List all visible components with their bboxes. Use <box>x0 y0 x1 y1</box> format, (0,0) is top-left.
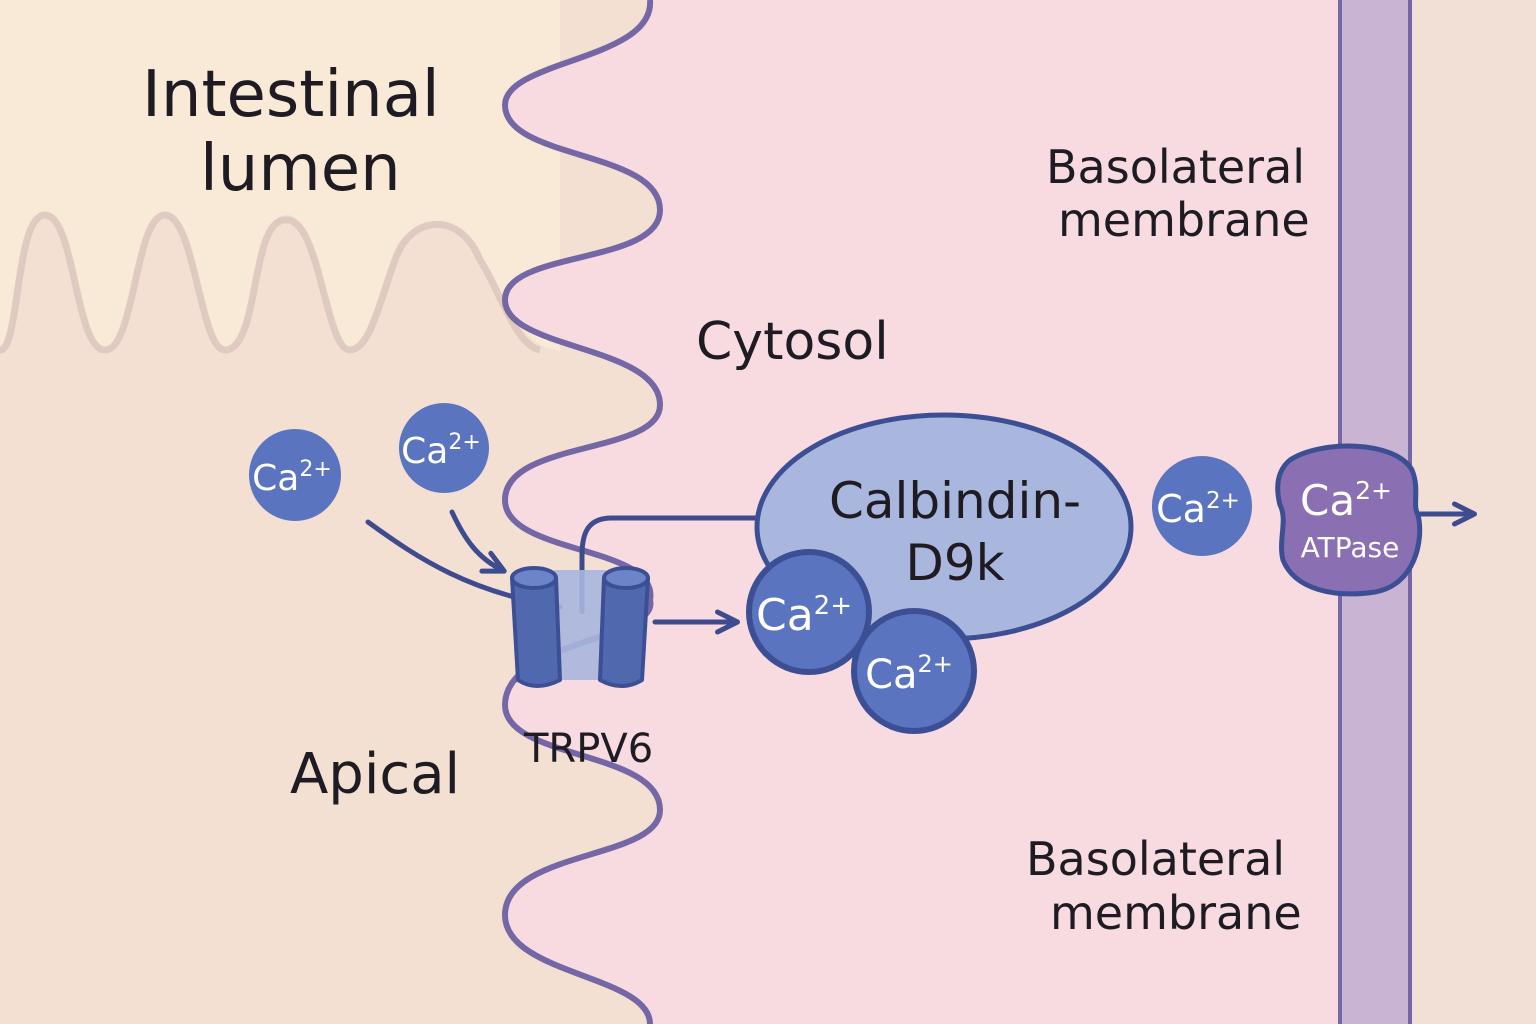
calcium-ion-bound-2: Ca2+ <box>851 608 977 734</box>
svg-text:Ca2+: Ca2+ <box>756 590 852 641</box>
villi-outline <box>0 211 542 354</box>
svg-text:ATPase: ATPase <box>1301 531 1400 564</box>
trpv6-channel <box>510 566 650 688</box>
ion-entry-arrow-2 <box>449 509 507 574</box>
apical-label: Apical <box>290 742 461 807</box>
calcium-ion-cytosol: Ca2+ <box>1152 456 1252 556</box>
calcium-ion-bound-1: Ca2+ <box>746 549 872 675</box>
calcium-ion-lumen-2: Ca2+ <box>399 403 489 493</box>
basolateral-top-label-line2: membrane <box>1058 193 1310 247</box>
calcium-atpase-pump: Ca2+ ATPase <box>1275 443 1423 597</box>
svg-text:Ca2+: Ca2+ <box>252 457 332 499</box>
svg-text:Ca2+: Ca2+ <box>401 430 481 472</box>
lumen-label-line1: Intestinal <box>142 58 440 132</box>
svg-text:Ca2+: Ca2+ <box>1300 476 1392 525</box>
calbindin-label-line2: D9k <box>905 534 1004 592</box>
calbindin-label-line1: Calbindin- <box>829 472 1081 530</box>
calcium-ion-lumen-1: Ca2+ <box>249 429 341 521</box>
basolateral-bottom-label-line1: Basolateral <box>1026 832 1286 886</box>
svg-text:Ca2+: Ca2+ <box>865 650 953 698</box>
lumen-label-line2: lumen <box>200 132 401 206</box>
trpv6-label: TRPV6 <box>524 726 654 772</box>
svg-text:Ca2+: Ca2+ <box>1156 487 1240 531</box>
basolateral-top-label-line1: Basolateral <box>1046 140 1306 194</box>
calbindin-link-line <box>579 515 760 615</box>
apical-membrane <box>501 0 664 1024</box>
basolateral-bottom-label-line2: membrane <box>1050 886 1302 940</box>
cytosol-label: Cytosol <box>696 312 889 372</box>
lumen-region <box>0 0 560 350</box>
